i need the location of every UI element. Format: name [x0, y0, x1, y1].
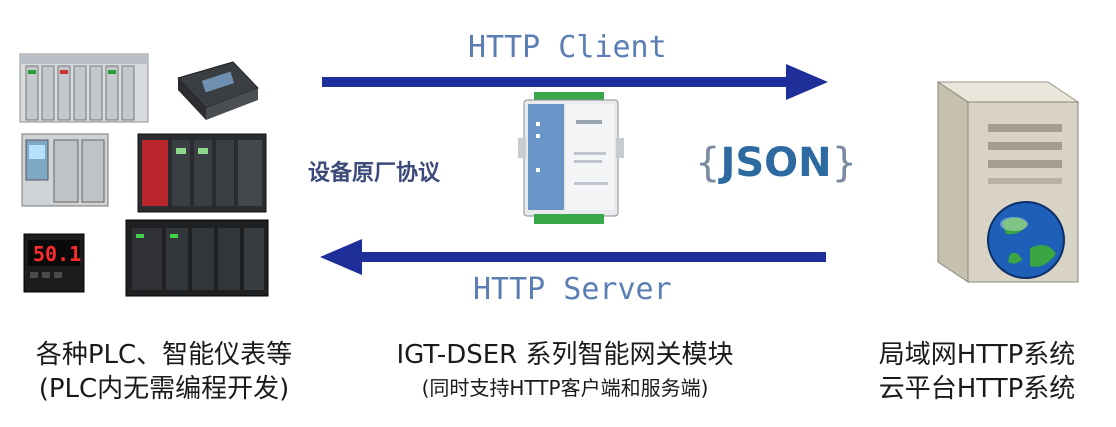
- json-badge: {JSON}: [695, 140, 857, 186]
- left-caption-line2: (PLC内无需编程开发): [38, 374, 290, 404]
- right-caption-line2: 云平台HTTP系统: [878, 374, 1076, 404]
- middle-caption-line1: IGT-DSER 系列智能网关模块: [396, 340, 734, 370]
- http-server-arrow: [320, 239, 826, 275]
- right-caption: 局域网HTTP系统 云平台HTTP系统: [862, 338, 1092, 406]
- io-module-top-right: [177, 61, 259, 120]
- http-server-label: HTTP Server: [473, 272, 672, 307]
- plc-devices-illustration: 50.1: [19, 53, 269, 297]
- plc-rack-middle-right: [137, 133, 267, 213]
- left-caption-line1: 各种PLC、智能仪表等: [35, 340, 293, 370]
- server-globe-illustration: [936, 81, 1080, 283]
- json-brace-open: {: [695, 140, 721, 186]
- plc-rack-bottom-right: [125, 219, 269, 297]
- globe-icon: [987, 201, 1065, 279]
- middle-caption-line2: (同时支持HTTP客户端和服务端): [421, 376, 709, 400]
- json-brace-close: }: [831, 140, 858, 186]
- plc-siemens-middle-left: [21, 133, 109, 207]
- http-client-arrow: [322, 64, 828, 100]
- middle-caption: IGT-DSER 系列智能网关模块 (同时支持HTTP客户端和服务端): [370, 338, 760, 401]
- left-caption: 各种PLC、智能仪表等 (PLC内无需编程开发): [14, 338, 314, 406]
- http-client-label: HTTP Client: [468, 30, 667, 65]
- meter-display-value: 50.1: [33, 242, 81, 266]
- temperature-meter: 50.1: [23, 233, 85, 293]
- gateway-module-illustration: [518, 92, 624, 224]
- right-caption-line1: 局域网HTTP系统: [878, 340, 1076, 370]
- json-text: JSON: [720, 140, 832, 186]
- plc-rack-top-left: [19, 53, 149, 123]
- device-protocol-label: 设备原厂协议: [308, 161, 441, 186]
